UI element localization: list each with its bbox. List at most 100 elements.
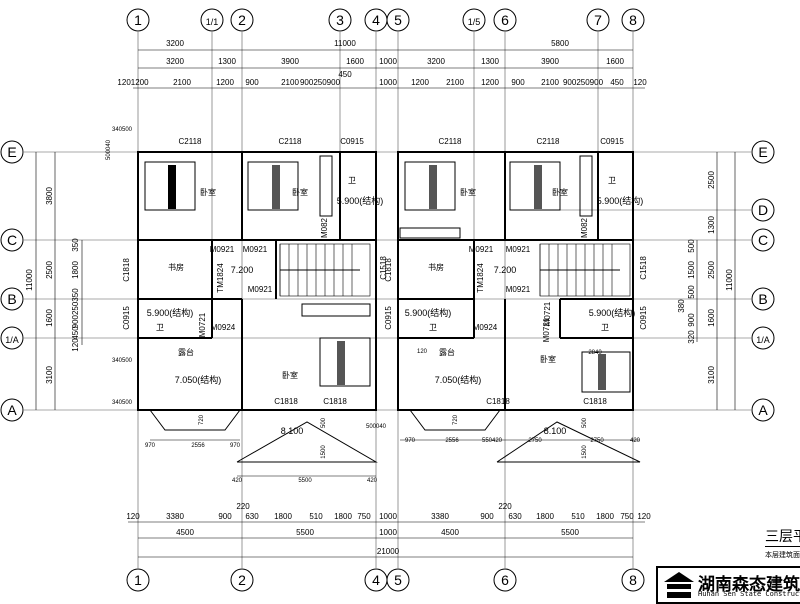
axis-bubble: B xyxy=(751,287,775,311)
axis-bubble: E xyxy=(751,140,775,164)
stairs xyxy=(279,243,631,297)
dimension-label: 2100 xyxy=(541,78,559,87)
axis-label: 8 xyxy=(629,572,637,588)
local-dimension-label: 500 xyxy=(321,417,327,428)
dimension-label: 3380 xyxy=(431,512,449,521)
elevation-label: 7.050(结构) xyxy=(435,374,482,385)
dimension-label: 350 xyxy=(71,238,80,252)
dimension-label: 1200 xyxy=(411,78,429,87)
door-tag: TM1824 xyxy=(216,263,225,293)
local-dimension-label: 550 xyxy=(482,438,493,444)
dimension-label: 3200 xyxy=(166,39,184,48)
axis-label: 5 xyxy=(394,572,402,588)
axis-bubble: B xyxy=(0,287,24,311)
dimension-label: 4500 xyxy=(176,528,194,537)
dimension-label: 2500 xyxy=(707,171,716,189)
local-dimension-label: 1500 xyxy=(582,445,588,459)
local-dimension-label: 420 xyxy=(492,438,503,444)
room-label: 卧室 xyxy=(200,187,216,197)
room-label: 卧室 xyxy=(552,187,568,197)
company-name-cn: 湖南森态建筑科技 xyxy=(698,575,800,595)
local-dimension-label: 340500 xyxy=(112,358,133,364)
dimension-label: 11000 xyxy=(334,39,356,48)
window-tag: C0915 xyxy=(122,306,131,330)
door-tag: M0924 xyxy=(211,323,236,332)
axis-label: E xyxy=(7,144,16,160)
local-dimension-label: 720 xyxy=(199,414,205,425)
dimension-label: 900250900 xyxy=(563,78,604,87)
drawing-subtitle: 本层建筑面 xyxy=(765,551,800,559)
door-tag: M0921 xyxy=(469,245,494,254)
local-dimension-label: 500 xyxy=(582,417,588,428)
dimension-label: 750 xyxy=(357,512,371,521)
drawing-title: 三层平 xyxy=(765,526,800,547)
window-tag: C1818 xyxy=(486,397,510,406)
dimension-label: 11000 xyxy=(725,269,734,291)
dimension-label: 3800 xyxy=(45,187,54,205)
axis-bubble: 4 xyxy=(364,568,388,592)
room-label: 卧室 xyxy=(460,187,476,197)
dimension-label: 510 xyxy=(571,512,585,521)
axis-label: C xyxy=(7,232,17,248)
door-tag: TM1824 xyxy=(476,263,485,293)
window-tag: C1818 xyxy=(384,258,393,282)
house-logo-icon xyxy=(664,572,694,598)
axis-bubble: 5 xyxy=(386,8,410,32)
axis-bubble: 3 xyxy=(328,8,352,32)
axis-bubble: 1/A xyxy=(751,326,775,350)
door-tag: M0921 xyxy=(506,285,531,294)
dimension-label: 900250 xyxy=(71,301,80,328)
local-dimension-label: 2840 xyxy=(588,350,602,356)
dimension-label: 2100 xyxy=(173,78,191,87)
door-tag: M0921 xyxy=(210,245,235,254)
local-dimension-label: 720 xyxy=(453,414,459,425)
axis-bubble: 1 xyxy=(126,8,150,32)
dimension-label: 450 xyxy=(338,70,352,79)
axis-bubble: 1/5 xyxy=(462,8,486,32)
axis-label: A xyxy=(758,402,768,418)
room-label: 卫 xyxy=(156,323,164,332)
axis-bubble: 2 xyxy=(230,8,254,32)
dimension-label: 900 xyxy=(480,512,494,521)
axis-bubble: 4 xyxy=(364,8,388,32)
local-dimension-label: 500040 xyxy=(106,139,112,160)
dimension-label: 2500 xyxy=(707,261,716,279)
door-tag: M0721 xyxy=(198,312,207,337)
elevation-label: 8.100 xyxy=(281,426,304,436)
room-label: 露台 xyxy=(439,347,455,357)
room-label: 卧室 xyxy=(282,370,298,380)
window-tag: C1518 xyxy=(379,256,388,280)
room-label: 卫 xyxy=(601,323,609,332)
window-tag: C1818 xyxy=(323,397,347,406)
axis-label: 2 xyxy=(238,12,246,28)
local-dimension-label: 420 xyxy=(367,478,378,484)
dimension-label: 120 xyxy=(126,512,140,521)
dimension-label: 220 xyxy=(498,502,512,511)
local-dimension-label: 5500 xyxy=(298,478,312,484)
dimension-label: 750 xyxy=(620,512,634,521)
dimension-label: 3100 xyxy=(707,366,716,384)
door-tag: M0721 xyxy=(542,317,551,342)
dimension-label: 4500 xyxy=(441,528,459,537)
axis-label: 2 xyxy=(238,572,246,588)
dimension-label: 1600 xyxy=(346,57,364,66)
dimension-label: 21000 xyxy=(377,547,400,556)
dimension-label: 1800 xyxy=(596,512,614,521)
room-label: 书房 xyxy=(168,262,184,272)
dimension-label: 1800 xyxy=(274,512,292,521)
axis-label: B xyxy=(7,291,16,307)
door-tag: M082 xyxy=(320,217,329,238)
company-logo-block: 湖南森态建筑科技 Hunan Sen State Construction Te xyxy=(656,566,800,604)
axis-bubble: 1/1 xyxy=(200,8,224,32)
dimension-label: 3200 xyxy=(166,57,184,66)
furniture-beds xyxy=(144,155,631,393)
local-dimension-label: 120 xyxy=(417,349,428,355)
door-tag: M0921 xyxy=(248,285,273,294)
axis-label: E xyxy=(758,144,767,160)
local-dimension-label: 970 xyxy=(145,443,156,449)
axis-label: 7 xyxy=(594,12,602,28)
dimension-label: 3100 xyxy=(45,366,54,384)
dimension-label: 2100 xyxy=(446,78,464,87)
dimension-label: 11000 xyxy=(25,269,34,291)
